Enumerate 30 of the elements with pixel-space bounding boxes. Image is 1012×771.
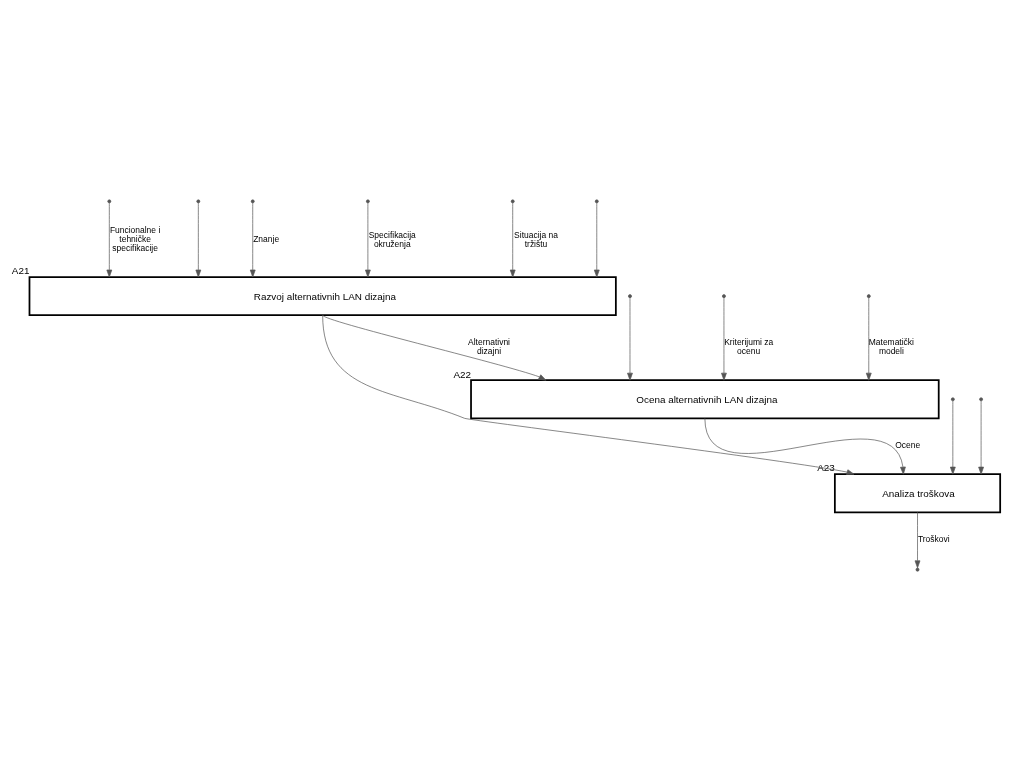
edge-label: Ocene bbox=[895, 440, 921, 451]
arrow bbox=[865, 297, 872, 381]
arrow bbox=[593, 202, 600, 278]
edge-label: Kriterijumi za ocenu bbox=[724, 337, 774, 357]
arrow bbox=[106, 202, 113, 278]
arrow bbox=[627, 297, 633, 381]
edge-label: Troškovi bbox=[917, 534, 950, 545]
node-label: A21 bbox=[11, 265, 30, 277]
arrow bbox=[978, 400, 984, 475]
edge-label: Znanje bbox=[253, 234, 280, 245]
node-label: A22 bbox=[453, 368, 471, 380]
arrow bbox=[914, 511, 921, 569]
node-box: Ocena alternativnih LAN dizajna bbox=[470, 379, 940, 420]
arrow bbox=[365, 202, 371, 278]
edge-label: Situacija na tržištu bbox=[514, 229, 558, 249]
edge-label: Funcionalne i tehničke specifikacije bbox=[109, 224, 161, 254]
arrow bbox=[249, 202, 256, 278]
arrow bbox=[322, 314, 855, 475]
arrow bbox=[509, 202, 516, 278]
edge-label: Specifikacija okruženja bbox=[368, 229, 416, 249]
node-label: A23 bbox=[817, 462, 835, 474]
edge-label: Matematički modeli bbox=[868, 337, 914, 357]
arrow bbox=[950, 400, 956, 475]
arrow bbox=[721, 297, 727, 381]
arrow bbox=[704, 418, 906, 475]
arrow bbox=[322, 314, 547, 381]
node-box: Analiza troškova bbox=[833, 473, 1002, 514]
edge-label: Alternativni dizajni bbox=[468, 337, 510, 357]
node-box: Razvoj alternativnih LAN dizajna bbox=[28, 276, 617, 317]
arrow bbox=[195, 202, 202, 278]
